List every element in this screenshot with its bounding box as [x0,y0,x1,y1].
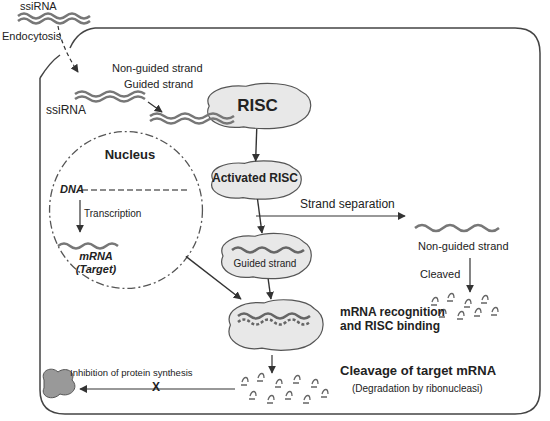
transcription-arrow [79,200,80,232]
process-label: Strand separation [300,198,420,212]
node-outline [215,230,315,282]
process-label: Cleaved [420,268,470,281]
risc-mrna-binding: mRNA recognition and RISC binding [222,296,327,354]
strand-label: Non-guided strand [112,62,222,75]
process-label: Inhibition of protein synthesis [70,368,240,379]
sirna-label: ssiRNA [46,104,106,118]
risc-guided-strand: Guided strand [215,230,315,282]
flow-arrow [148,102,162,112]
nucleus-outline [50,132,203,289]
dna-line [82,189,190,191]
node-text: Transcription [84,208,174,220]
strand-separation-arrow [256,215,405,216]
node-text: DNA [60,183,90,196]
block-mark: X [152,381,166,395]
node-text: Nucleus [90,148,170,163]
endocytosis-fold [70,28,95,48]
note-label: (Degradation by ribonucleasi) [352,383,532,395]
endocytosis-fold [40,55,60,78]
flow-arrow [258,199,262,233]
activated-risc: Activated RISC [205,158,305,202]
risc-complex: RISC [200,80,315,132]
nucleus: NucleusDNA Transcription mRNA (Target) [48,130,204,290]
node-outline [222,296,327,354]
flow-arrow [256,129,257,161]
process-label: Endocytosis [2,30,72,43]
risc-blob [229,300,323,350]
non-guided-strand [415,225,499,231]
cleaved-arrow [469,258,470,292]
node-text: Activated RISC [205,172,305,186]
mrna-strand [58,244,118,249]
risc-blob [222,233,312,278]
sirna-duplex [75,92,145,102]
sirna-duplex [18,14,90,24]
flow-arrow [268,279,271,299]
sirna-label: ssiRNA [20,0,80,13]
node-text: RISC [200,96,315,116]
node-text: Guided strand [215,258,315,270]
cell-membrane [40,28,540,414]
process-label: Cleavage of target mRNA [340,364,530,379]
node-text: mRNA recognition and RISC binding [340,306,465,334]
node-text: mRNA (Target) [70,250,122,275]
rna-fragments [241,374,328,404]
strand-label: Guided strand [124,78,214,91]
cleavage-arrow [271,355,272,373]
strand-label: Non-guided strand [418,240,538,253]
